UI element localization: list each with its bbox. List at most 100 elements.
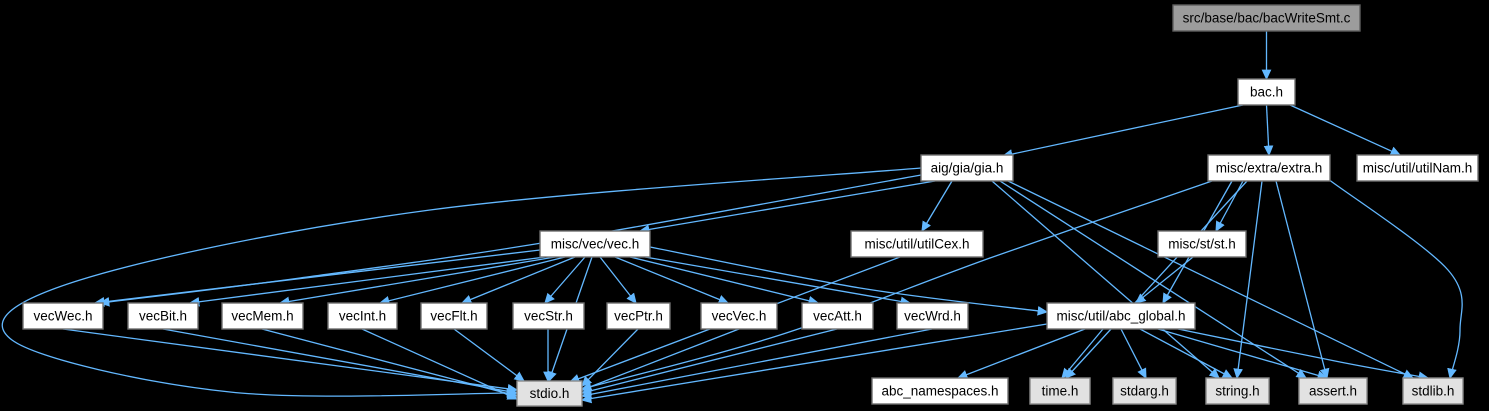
edge-gia-string — [991, 180, 1220, 379]
node-vecmem[interactable]: vecMem.h — [221, 302, 304, 330]
node-label-vecwec: vecWec.h — [33, 309, 92, 324]
node-box-vecatt — [801, 302, 874, 330]
edge-vecptr-stdio — [581, 328, 639, 387]
node-box-vecptr — [606, 302, 671, 330]
node-box-string — [1205, 377, 1270, 405]
node-time[interactable]: time.h — [1029, 377, 1091, 405]
edge-vecwrd-stdio — [580, 328, 933, 400]
node-vecptr[interactable]: vecPtr.h — [606, 302, 671, 330]
node-box-utilnam — [1356, 154, 1479, 182]
edge-bac-gia — [1001, 104, 1244, 159]
edge-extra-stdio — [580, 180, 1213, 392]
edge-gia-assert — [999, 180, 1308, 379]
node-box-vecflt — [420, 302, 488, 330]
node-stdlib[interactable]: stdlib.h — [1402, 377, 1464, 405]
node-box-time — [1029, 377, 1091, 405]
node-label-string: string.h — [1215, 384, 1259, 399]
edge-vec-vecwec — [93, 249, 541, 307]
node-box-abcns — [871, 377, 1009, 405]
node-label-utilcex: misc/util/utilCex.h — [864, 237, 969, 252]
edge-abcglobal-string — [1139, 328, 1234, 379]
node-string[interactable]: string.h — [1205, 377, 1270, 405]
node-box-bacwritesmt — [1172, 4, 1361, 32]
node-box-assert — [1298, 377, 1368, 405]
node-extra[interactable]: misc/extra/extra.h — [1207, 154, 1331, 182]
edge-st-abcglobal — [1135, 256, 1194, 304]
node-label-vecbit: vecBit.h — [139, 309, 187, 324]
node-gia[interactable]: aig/gia/gia.h — [920, 154, 1014, 182]
node-box-abcglobal — [1046, 302, 1196, 330]
node-vecstr[interactable]: vecStr.h — [512, 302, 585, 330]
node-box-vecwec — [22, 302, 104, 330]
edge-abcglobal-time — [1061, 328, 1104, 379]
node-vecwrd[interactable]: vecWrd.h — [896, 302, 969, 330]
node-st[interactable]: misc/st/st.h — [1157, 230, 1247, 258]
edge-extra-stdlib — [1327, 178, 1463, 380]
edge-gia-utilcex — [921, 180, 953, 233]
node-vec[interactable]: misc/vec/vec.h — [539, 230, 651, 258]
node-label-assert: assert.h — [1309, 384, 1357, 399]
node-label-utilnam: misc/util/utilNam.h — [1363, 161, 1473, 176]
node-abcglobal[interactable]: misc/util/abc_global.h — [1046, 302, 1196, 330]
node-utilcex[interactable]: misc/util/utilCex.h — [850, 230, 984, 258]
node-box-st — [1157, 230, 1247, 258]
node-label-vecint: vecInt.h — [339, 309, 386, 324]
node-utilnam[interactable]: misc/util/utilNam.h — [1356, 154, 1479, 182]
edge-extra-string — [1233, 180, 1263, 380]
node-label-time: time.h — [1042, 384, 1079, 399]
edge-gia-vec — [638, 180, 936, 235]
node-label-vecwrd: vecWrd.h — [904, 309, 961, 324]
node-bacwritesmt: src/base/bac/bacWriteSmt.c — [1172, 4, 1361, 32]
node-label-st: misc/st/st.h — [1168, 237, 1236, 252]
edge-abcglobal-abcns — [956, 328, 1086, 380]
node-label-vecvec: vecVec.h — [712, 309, 767, 324]
node-vecatt[interactable]: vecAtt.h — [801, 302, 874, 330]
node-label-vecptr: vecPtr.h — [614, 309, 663, 324]
edge-extra-st — [1215, 180, 1244, 233]
node-label-vecstr: vecStr.h — [524, 309, 573, 324]
node-box-vec — [539, 230, 651, 258]
node-label-stdlib: stdlib.h — [1412, 384, 1455, 399]
node-bac[interactable]: bac.h — [1237, 78, 1296, 106]
node-vecvec[interactable]: vecVec.h — [700, 302, 778, 330]
edge-vecint-stdio — [361, 328, 519, 400]
edge-extra-time — [1065, 180, 1248, 379]
node-assert[interactable]: assert.h — [1298, 377, 1368, 405]
node-box-utilcex — [850, 230, 984, 258]
edge-vec-vecmem — [278, 256, 556, 307]
node-vecwec[interactable]: vecWec.h — [22, 302, 104, 330]
node-vecbit[interactable]: vecBit.h — [127, 302, 199, 330]
edge-abcglobal-stdarg — [1120, 328, 1147, 380]
node-box-bac — [1237, 78, 1296, 106]
edge-vec-vecstr — [544, 256, 586, 304]
edge-vec-vecbit — [188, 256, 546, 307]
edge-vec-vecptr — [599, 256, 637, 304]
edge-vec-vecatt — [629, 256, 820, 306]
node-box-gia — [920, 154, 1014, 182]
edge-gia-stdlib — [1007, 180, 1415, 379]
node-label-vecatt: vecAtt.h — [813, 309, 862, 324]
node-label-abcglobal: misc/util/abc_global.h — [1056, 309, 1185, 324]
edge-abcglobal-stdio — [580, 323, 1048, 404]
node-label-extra: misc/extra/extra.h — [1216, 161, 1323, 176]
node-label-vec: misc/vec/vec.h — [551, 237, 640, 252]
edge-vec-vecvec — [614, 256, 730, 304]
node-vecflt[interactable]: vecFlt.h — [420, 302, 488, 330]
node-label-stdarg: stdarg.h — [1120, 384, 1169, 399]
edge-extra-assert — [1275, 180, 1330, 380]
edge-vecflt-stdio — [453, 328, 525, 382]
edge-vecvec-stdio — [580, 328, 740, 392]
node-vecint[interactable]: vecInt.h — [327, 302, 398, 330]
node-stdio[interactable]: stdio.h — [516, 380, 583, 407]
edge-vec-vecflt — [460, 256, 576, 304]
node-abcns[interactable]: abc_namespaces.h — [871, 377, 1009, 405]
edge-vec-abcglobal — [649, 246, 1049, 316]
node-box-vecint — [327, 302, 398, 330]
node-stdarg[interactable]: stdarg.h — [1112, 377, 1177, 405]
edge-gia-stdio — [1, 167, 922, 398]
node-label-bac: bac.h — [1250, 85, 1283, 100]
node-label-bacwritesmt: src/base/bac/bacWriteSmt.c — [1183, 11, 1351, 26]
node-box-stdio — [516, 380, 583, 407]
